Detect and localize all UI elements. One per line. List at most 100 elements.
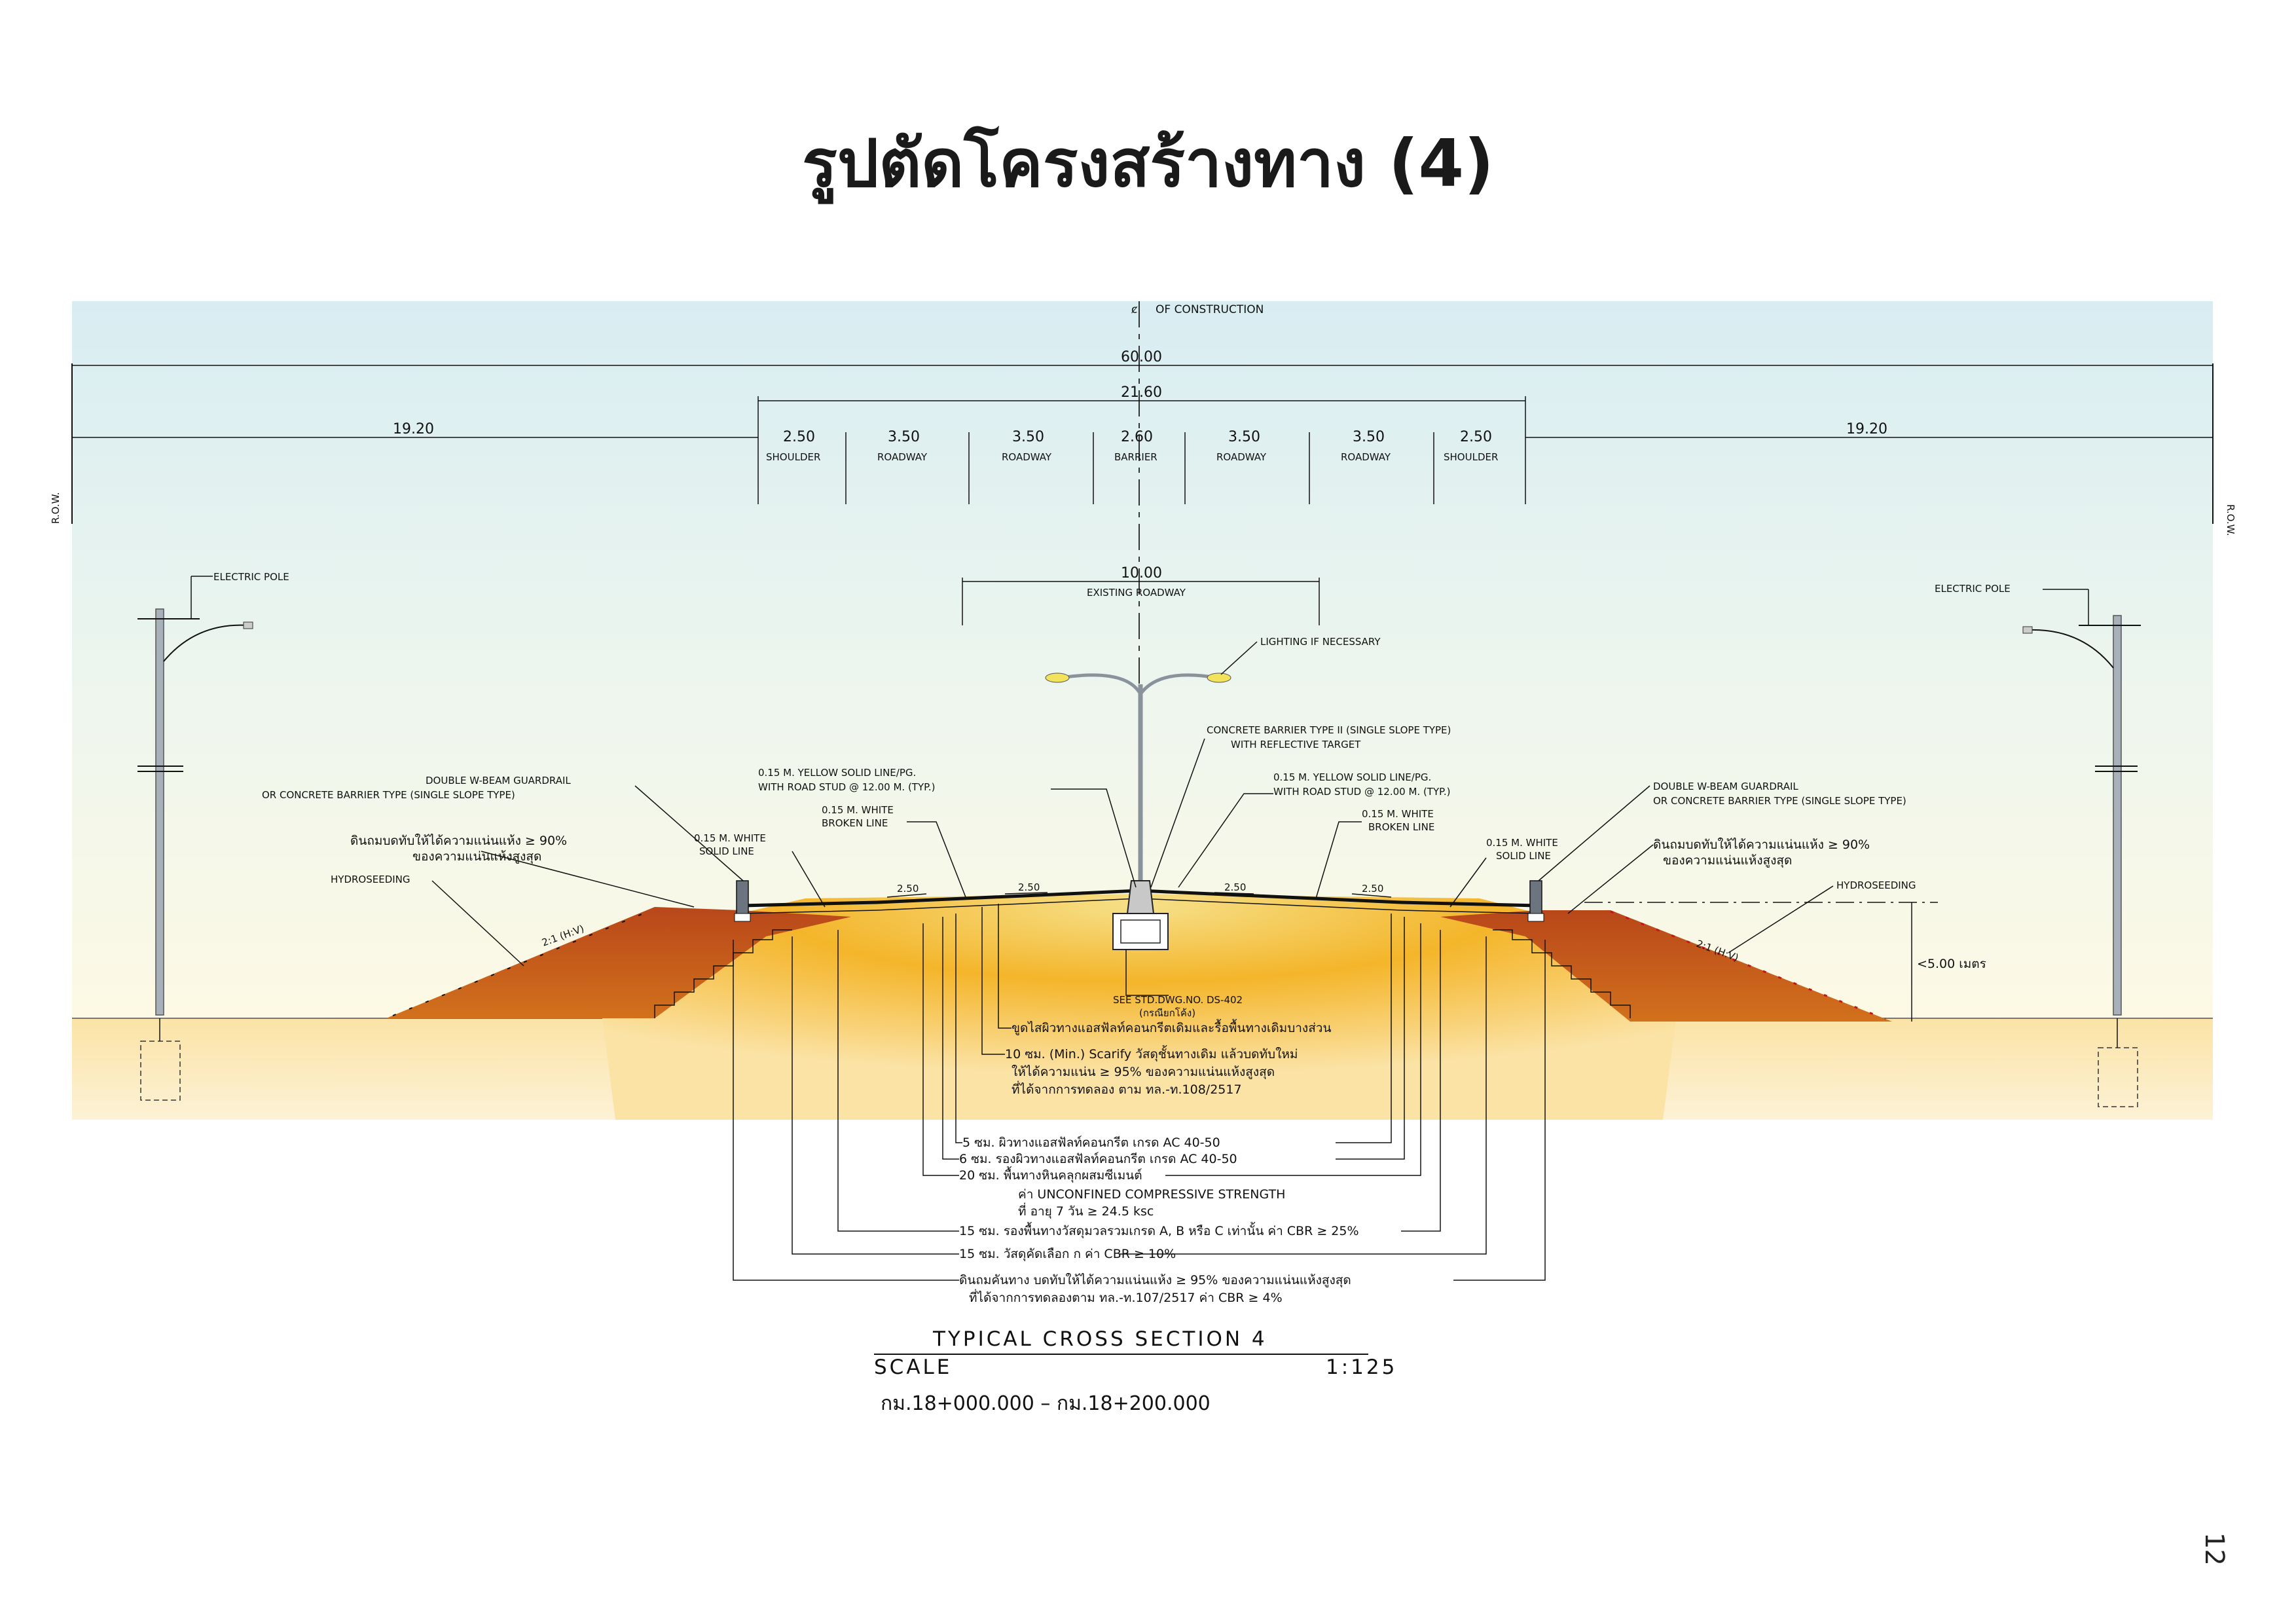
layer-note: ที่ได้จากการทดลอง ตาม ทล.-ท.108/2517 xyxy=(1011,1080,1242,1097)
dim-text-2160: 21.60 xyxy=(1121,384,1162,401)
benching-right xyxy=(1493,929,1631,1018)
centerline-label: OF CONSTRUCTION xyxy=(1156,303,1264,316)
white-broken-left-2: BROKEN LINE xyxy=(822,817,888,829)
layer-note: 15 ซม. วัสดุคัดเลือก ก ค่า CBR ≥ 10% xyxy=(959,1247,1176,1262)
layer-note: 6 ซม. รองผิวทางแอสฟัลท์คอนกรีต เกรด AC 4… xyxy=(959,1152,1237,1166)
layer-note: 10 ซม. (Min.) Scarify วัสดุชั้นทางเดิม แ… xyxy=(1005,1045,1298,1062)
fill-right-2: ของความแน่นแห้งสูงสุด xyxy=(1663,853,1792,868)
yellow-line-left-2: WITH ROAD STUD @ 12.00 M. (TYP.) xyxy=(758,781,935,793)
page-number: 12 xyxy=(2199,1532,2229,1566)
white-broken-right-leader xyxy=(1315,821,1362,899)
white-broken-right-2: BROKEN LINE xyxy=(1368,821,1434,833)
yellow-line-left-leader xyxy=(1051,788,1137,888)
embankment-right xyxy=(1440,910,1892,1022)
lane-name: ROADWAY xyxy=(1002,451,1052,463)
yellow-line-right-2: WITH ROAD STUD @ 12.00 M. (TYP.) xyxy=(1273,786,1450,798)
svg-text:2.50: 2.50 xyxy=(1224,881,1246,893)
layer-notes: ขูดไสผิวทางแอสฟัลท์คอนกรีตเดิมและรื้อพื้… xyxy=(959,1019,1359,1305)
hydroseeding-left-label: HYDROSEEDING xyxy=(331,874,410,885)
std-dwg-2: (กรณียกโค้ง) xyxy=(1139,1007,1195,1019)
layer-leaders xyxy=(733,904,1546,1281)
guardrail-right-leader xyxy=(1538,785,1650,881)
lane-width: 3.50 xyxy=(1228,429,1260,445)
hydroseeding-right xyxy=(1610,910,1886,1020)
white-solid-left-2: SOLID LINE xyxy=(699,845,754,857)
layer-note: ให้ได้ความแน่น ≥ 95% ของความแน่นแห้งสูงส… xyxy=(1011,1065,1275,1080)
lane-ticks xyxy=(845,432,1434,504)
layer-note: 15 ซม. รองพื้นทางวัสดุมวลรวมเกรด A, B หร… xyxy=(959,1222,1359,1239)
lighting-pole xyxy=(1045,673,1231,884)
hydroseeding-left-leader xyxy=(431,880,524,967)
white-solid-right-1: 0.15 M. WHITE xyxy=(1486,837,1558,849)
white-broken-right-1: 0.15 M. WHITE xyxy=(1362,808,1434,820)
dim-text-1920-right: 19.20 xyxy=(1846,421,1887,437)
guardrail-left-label-2: OR CONCRETE BARRIER TYPE (SINGLE SLOPE T… xyxy=(262,789,515,801)
lane-width: 2.60 xyxy=(1121,429,1153,445)
white-solid-right-2: SOLID LINE xyxy=(1496,850,1551,862)
cross-slope-labels: 2.50 2.50 2.50 2.50 xyxy=(886,881,1392,898)
fill-right-1: ดินถมบดทับให้ได้ความแน่นแห้ง ≥ 90% xyxy=(1653,838,1870,852)
page-title: รูปตัดโครงสร้างทาง (4) xyxy=(802,125,1494,202)
fill-left-1: ดินถมบดทับให้ได้ความแน่นแห้ง ≥ 90% xyxy=(350,834,567,848)
white-solid-right-leader xyxy=(1449,857,1487,908)
barrier-leader xyxy=(1150,738,1205,888)
section-title: TYPICAL CROSS SECTION 4 xyxy=(932,1327,1267,1351)
yellow-line-left-1: 0.15 M. YELLOW SOLID LINE/PG. xyxy=(758,767,916,779)
lane-width: 3.50 xyxy=(888,429,920,445)
layer-note: 20 ซม. พื้นทางหินคลุกผสมซีเมนต์ xyxy=(959,1166,1142,1183)
lane-name: BARRIER xyxy=(1114,451,1157,463)
layer-note: ขูดไสผิวทางแอสฟัลท์คอนกรีตเดิมและรื้อพื้… xyxy=(1011,1019,1331,1035)
svg-text:2.50: 2.50 xyxy=(897,883,919,895)
svg-text:2.50: 2.50 xyxy=(1018,881,1040,893)
layer-note: ดินถมคันทาง บดทับให้ได้ความแน่นแห้ง ≥ 95… xyxy=(959,1273,1351,1288)
electric-pole-left-label: ELECTRIC POLE xyxy=(213,571,289,583)
electric-pole-left xyxy=(137,576,253,1101)
lane-name: ROADWAY xyxy=(1341,451,1391,463)
guardrail-left-leader xyxy=(634,785,744,881)
row-label-left: R.O.W. xyxy=(50,492,62,524)
centerline-symbol: ȼ xyxy=(1131,303,1138,316)
lane-width: 3.50 xyxy=(1353,429,1385,445)
fill-left-leader xyxy=(481,851,695,908)
lighting-label: LIGHTING IF NECESSARY xyxy=(1260,636,1381,648)
guardrail-right-label-2: OR CONCRETE BARRIER TYPE (SINGLE SLOPE T… xyxy=(1653,795,1906,807)
layer-note: ที่ได้จากการทดลองตาม ทล.-ท.107/2517 ค่า … xyxy=(969,1289,1283,1305)
lane-width: 2.50 xyxy=(1460,429,1492,445)
barrier-label-2: WITH REFLECTIVE TARGET xyxy=(1231,739,1361,750)
existing-width: 10.00 xyxy=(1121,565,1162,581)
hydroseeding-right-label: HYDROSEEDING xyxy=(1836,879,1916,891)
electric-pole-right xyxy=(2022,589,2141,1107)
std-dwg-1: SEE STD.DWG.NO. DS-402 xyxy=(1113,994,1243,1006)
lane-name: SHOULDER xyxy=(1444,451,1498,463)
guardrail-left xyxy=(734,880,751,922)
km-range: กม.18+000.000 – กม.18+200.000 xyxy=(881,1392,1211,1415)
white-broken-left-leader xyxy=(907,821,966,898)
embankment-left xyxy=(386,907,851,1018)
fill-right-leader xyxy=(1567,844,1654,914)
yellow-line-right-1: 0.15 M. YELLOW SOLID LINE/PG. xyxy=(1273,771,1431,783)
std-dwg-leader xyxy=(1125,950,1169,996)
benching-left xyxy=(654,929,792,1018)
scale-label: SCALE xyxy=(874,1356,952,1379)
dim-text-1920-left: 19.20 xyxy=(393,421,434,437)
lane-width: 2.50 xyxy=(783,429,815,445)
dim-text-60: 60.00 xyxy=(1121,349,1162,365)
median-barrier xyxy=(1112,880,1169,950)
guardrail-right xyxy=(1527,880,1544,922)
yellow-line-right-leader xyxy=(1178,793,1273,888)
lane-dimensions: 2.50 SHOULDER 3.50 ROADWAY 3.50 ROADWAY … xyxy=(766,429,1498,463)
existing-label: EXISTING ROADWAY xyxy=(1087,587,1186,599)
height-note: <5.00 เมตร xyxy=(1917,957,1986,971)
guardrail-right-label-1: DOUBLE W-BEAM GUARDRAIL xyxy=(1653,781,1798,792)
scale-value: 1:125 xyxy=(1326,1356,1397,1379)
svg-text:2.50: 2.50 xyxy=(1362,883,1383,895)
white-solid-left-1: 0.15 M. WHITE xyxy=(694,832,766,844)
layer-note: ค่า UNCONFINED COMPRESSIVE STRENGTH xyxy=(1018,1187,1285,1202)
white-solid-left-leader xyxy=(792,851,826,908)
layer-note: ที่ อายุ 7 วัน ≥ 24.5 ksc xyxy=(1018,1202,1154,1219)
lane-name: SHOULDER xyxy=(766,451,820,463)
barrier-label-1: CONCRETE BARRIER TYPE II (SINGLE SLOPE T… xyxy=(1207,724,1451,736)
pavement-core xyxy=(602,894,1676,1120)
guardrail-left-label-1: DOUBLE W-BEAM GUARDRAIL xyxy=(426,775,571,786)
